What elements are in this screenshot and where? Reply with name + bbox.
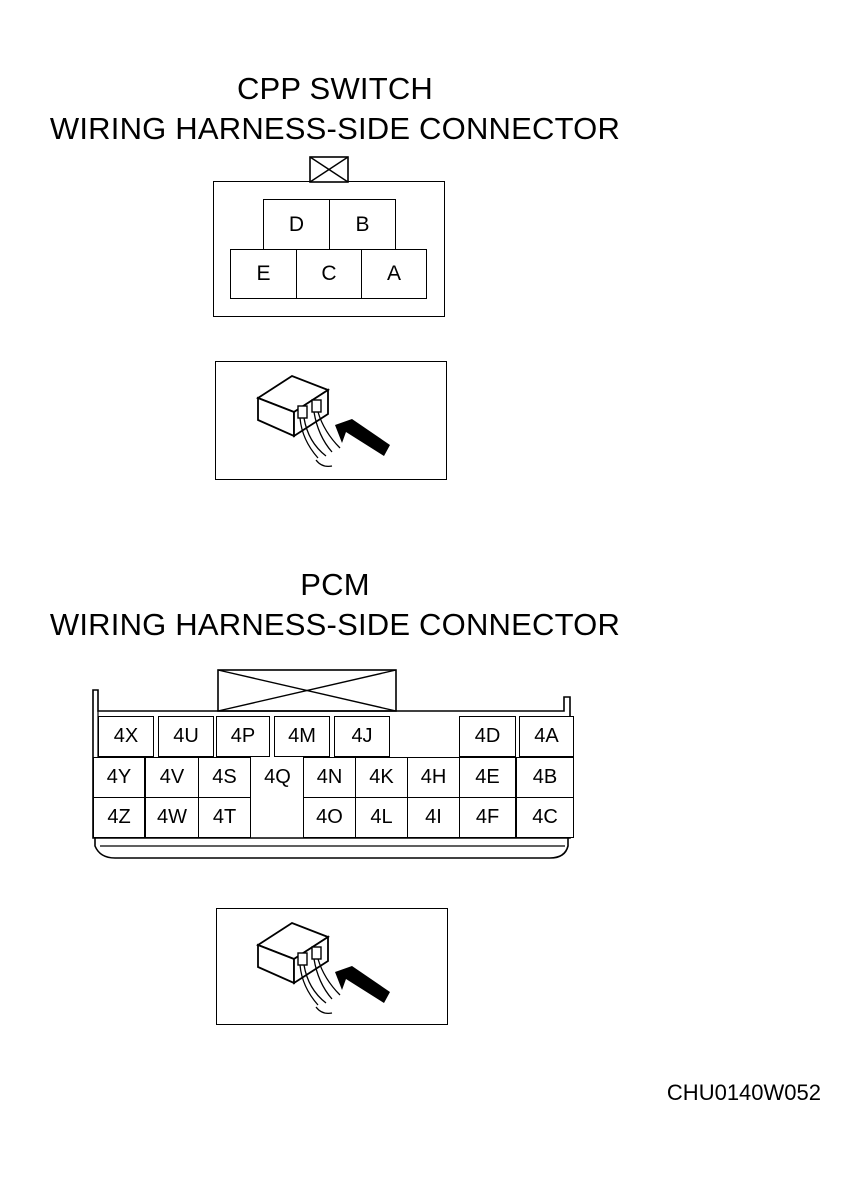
pcm-pin-4n: 4N (303, 757, 356, 798)
cpp-title-line1: CPP SWITCH (236, 71, 434, 106)
pcm-view-indicator (216, 908, 448, 1025)
pcm-pin-4w: 4W (145, 797, 199, 838)
pcm-pin-4x: 4X (98, 716, 154, 757)
cpp-pin-b: B (329, 199, 396, 250)
pcm-pin-4b: 4B (516, 757, 574, 798)
cpp-title-line2: WIRING HARNESS-SIDE CONNECTOR (49, 111, 621, 146)
pcm-pin-4t: 4T (198, 797, 251, 838)
pcm-pin-4s: 4S (198, 757, 251, 798)
pcm-pin-4l: 4L (355, 797, 408, 838)
cpp-pin-a: A (361, 249, 427, 299)
pcm-pin-4m: 4M (274, 716, 330, 757)
pcm-pin-4a: 4A (519, 716, 574, 757)
pcm-pin-4e: 4E (459, 757, 516, 798)
pcm-pin-4p: 4P (216, 716, 270, 757)
pcm-pin-4o: 4O (303, 797, 356, 838)
pcm-pin-4q: 4Q (251, 757, 304, 798)
pcm-title-line1: PCM (300, 567, 370, 602)
pcm-pin-4v: 4V (145, 757, 199, 798)
cpp-pin-c: C (296, 249, 362, 299)
pcm-pin-4z: 4Z (93, 797, 145, 838)
pcm-pin-4c: 4C (516, 797, 574, 838)
pcm-title-line2: WIRING HARNESS-SIDE CONNECTOR (49, 607, 621, 642)
pcm-pin-4k: 4K (355, 757, 408, 798)
pcm-pin-4d: 4D (459, 716, 516, 757)
pcm-pin-4u: 4U (158, 716, 214, 757)
pcm-pin-4y: 4Y (93, 757, 145, 798)
cpp-view-indicator (215, 361, 447, 480)
pcm-pin-4f: 4F (459, 797, 516, 838)
pcm-pin-4j: 4J (334, 716, 390, 757)
cpp-pin-d: D (263, 199, 330, 250)
pcm-pin-4i: 4I (407, 797, 460, 838)
pcm-pin-4h: 4H (407, 757, 460, 798)
cpp-pin-e: E (230, 249, 297, 299)
figure-code: CHU0140W052 (666, 1080, 821, 1105)
